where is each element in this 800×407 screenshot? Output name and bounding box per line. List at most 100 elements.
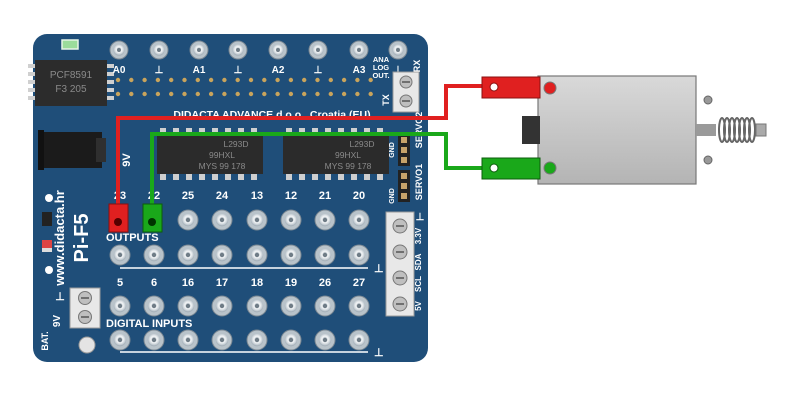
digital-hole[interactable]	[177, 295, 199, 317]
header-pin	[208, 77, 214, 83]
output-ground-symbol: ⊥	[374, 263, 384, 275]
header-pin	[195, 91, 200, 97]
header-pin	[142, 77, 147, 83]
header-pin	[182, 91, 187, 97]
analog-label: ⊥	[394, 65, 403, 76]
digital-ground-hole[interactable]	[109, 329, 131, 351]
digital-ground-hole[interactable]	[348, 329, 370, 351]
digital-pin-label: 17	[216, 277, 228, 289]
mount-dot-top	[45, 194, 53, 202]
output-hole[interactable]	[246, 209, 268, 231]
analog-hole[interactable]	[228, 40, 248, 60]
output-ground-hole[interactable]	[348, 244, 370, 266]
header-pin	[115, 77, 121, 83]
digital-ground-hole[interactable]	[211, 329, 233, 351]
header-pin	[355, 91, 360, 97]
header-pin	[262, 77, 267, 83]
analog-hole[interactable]	[149, 40, 169, 60]
header-pin	[248, 91, 254, 97]
output-pin-label: 13	[251, 190, 263, 202]
header-pin	[235, 91, 240, 97]
output-ground-hole[interactable]	[314, 244, 336, 266]
digital-hole[interactable]	[109, 295, 131, 317]
solenoid-plunger-left	[522, 116, 540, 144]
analog-hole[interactable]	[189, 40, 209, 60]
digital-ground-hole[interactable]	[177, 329, 199, 351]
analog-label: A1	[193, 65, 206, 76]
header-pin	[195, 77, 200, 83]
bat-ground-label: ⊥	[55, 291, 65, 303]
header-pin	[129, 91, 134, 97]
output-ground-hole[interactable]	[280, 244, 302, 266]
header-pin	[302, 91, 307, 97]
header-pin	[262, 91, 267, 97]
analog-out-label: ANA	[373, 55, 390, 64]
analog-hole[interactable]	[308, 40, 328, 60]
digital-hole[interactable]	[314, 295, 336, 317]
digital-pin-label: 16	[182, 277, 194, 289]
bat-label: BAT.	[40, 331, 50, 350]
i2c-scl-label: SCL	[414, 276, 423, 292]
output-pin-label: 21	[319, 190, 331, 202]
header-pin	[275, 77, 280, 83]
digital-ground-hole[interactable]	[143, 329, 165, 351]
output-hole[interactable]	[348, 209, 370, 231]
digital-pin-label: 5	[117, 277, 123, 289]
output-ground-hole[interactable]	[177, 244, 199, 266]
i2c-3v3-label: 3.3V	[414, 227, 423, 244]
digital-hole[interactable]	[348, 295, 370, 317]
digital-ground-hole[interactable]	[280, 329, 302, 351]
output-ground-hole[interactable]	[246, 244, 268, 266]
header-pin	[328, 77, 333, 83]
digital-hole[interactable]	[143, 295, 165, 317]
digital-pin-label: 27	[353, 277, 365, 289]
header-pin	[129, 77, 134, 83]
output-hole[interactable]	[314, 209, 336, 231]
analog-hole[interactable]	[388, 40, 408, 60]
pcf-label-2: F3 205	[55, 84, 87, 95]
analog-label: A3	[353, 65, 366, 76]
output-pin-label: 12	[285, 190, 297, 202]
digital-hole[interactable]	[246, 295, 268, 317]
servo1-label: SERVO1	[414, 164, 424, 200]
header-pin	[155, 91, 161, 97]
analog-hole[interactable]	[109, 40, 129, 60]
header-pin	[368, 91, 373, 97]
output-hole[interactable]	[211, 209, 233, 231]
battery-terminal	[69, 287, 101, 329]
header-pin	[222, 77, 227, 83]
digital-hole[interactable]	[280, 295, 302, 317]
gpio-header	[115, 77, 373, 97]
analog-hole[interactable]	[349, 40, 369, 60]
servo-headers	[398, 134, 410, 202]
output-hole[interactable]	[177, 209, 199, 231]
analog-hole[interactable]	[268, 40, 288, 60]
output-ground-hole[interactable]	[143, 244, 165, 266]
header-pin	[355, 77, 360, 83]
pcf8591-chip: PCF8591 F3 205	[28, 60, 114, 106]
header-pin	[275, 91, 280, 97]
digital-pin-label: 26	[319, 277, 331, 289]
solenoid-red-terminal	[481, 76, 541, 99]
output-ground-hole[interactable]	[211, 244, 233, 266]
rx-label: RX	[412, 60, 422, 73]
led-base	[42, 248, 52, 252]
header-pin	[208, 91, 214, 97]
header-pin	[169, 91, 174, 97]
digital-ground-hole[interactable]	[314, 329, 336, 351]
digital-pin-label: 6	[151, 277, 157, 289]
digital-inputs-label: DIGITAL INPUTS	[106, 318, 192, 330]
output-hole[interactable]	[280, 209, 302, 231]
digital-ground-hole[interactable]	[246, 329, 268, 351]
pcf-label-1: PCF8591	[50, 70, 93, 81]
digital-hole[interactable]	[211, 295, 233, 317]
output-pin-label: 24	[216, 190, 229, 202]
output-ground-hole[interactable]	[109, 244, 131, 266]
chip1-line3: MYS 99 178	[199, 161, 246, 171]
header-pin	[315, 91, 320, 97]
digital-ground-symbol: ⊥	[374, 347, 384, 359]
analog-row	[109, 40, 408, 60]
green-wire	[150, 132, 490, 222]
